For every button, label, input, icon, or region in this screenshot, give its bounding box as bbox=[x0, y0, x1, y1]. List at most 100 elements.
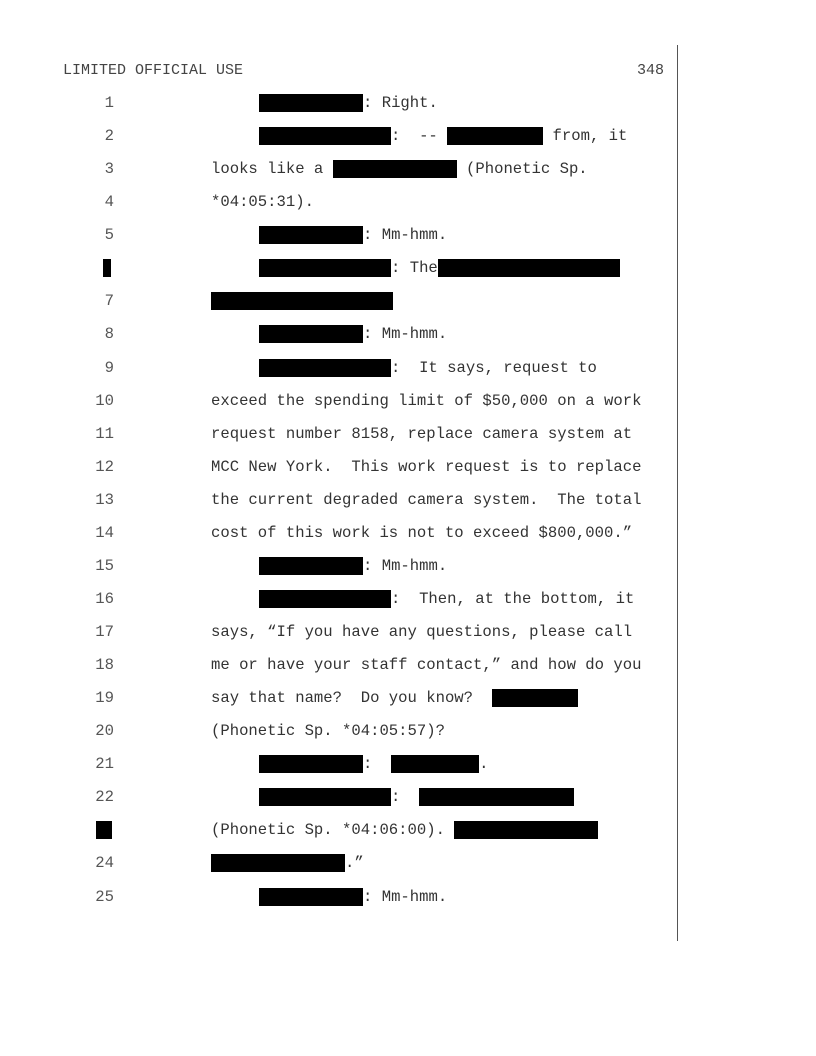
transcript-line: 5 : Mm-hmm. bbox=[0, 225, 816, 245]
line-text: .” bbox=[345, 854, 364, 872]
line-number: 8 bbox=[104, 325, 114, 343]
redacted-line-number bbox=[96, 821, 112, 839]
margin-rule bbox=[677, 45, 678, 941]
classification-header: LIMITED OFFICIAL USE bbox=[63, 62, 244, 79]
redaction bbox=[211, 292, 393, 310]
line-number: 12 bbox=[95, 458, 114, 476]
redaction bbox=[259, 259, 391, 277]
line-text: MCC New York. This work request is to re… bbox=[211, 458, 642, 476]
line-text: : -- bbox=[391, 127, 448, 145]
page-number: 348 bbox=[637, 62, 665, 79]
transcript-line: 25 : Mm-hmm. bbox=[0, 887, 816, 907]
line-text: : Right. bbox=[363, 94, 438, 112]
redaction bbox=[259, 94, 363, 112]
redaction bbox=[259, 888, 363, 906]
redaction bbox=[391, 755, 480, 773]
redaction bbox=[259, 127, 391, 145]
transcript-line: 24 .” bbox=[0, 853, 816, 873]
transcript-line: 11 request number 8158, replace camera sy… bbox=[0, 424, 816, 444]
transcript-line: 13 the current degraded camera system. Th… bbox=[0, 490, 816, 510]
line-number: 24 bbox=[95, 854, 114, 872]
transcript-line: 18 me or have your staff contact,” and ho… bbox=[0, 655, 816, 675]
line-text: looks like a bbox=[211, 160, 333, 178]
line-text: exceed the spending limit of $50,000 on … bbox=[211, 392, 642, 410]
transcript-line: 21: . bbox=[0, 754, 816, 774]
transcript-line: 4 *04:05:31). bbox=[0, 192, 816, 212]
redaction bbox=[259, 590, 391, 608]
line-number: 16 bbox=[95, 590, 114, 608]
transcript-line: 14 cost of this work is not to exceed $80… bbox=[0, 523, 816, 543]
transcript-line: 2 : -- from, it bbox=[0, 126, 816, 146]
line-number: 11 bbox=[95, 425, 114, 443]
redaction bbox=[259, 325, 363, 343]
redaction bbox=[454, 821, 599, 839]
line-text: : Mm-hmm. bbox=[363, 325, 448, 343]
line-number: 2 bbox=[104, 127, 114, 145]
line-text: *04:05:31). bbox=[211, 193, 314, 211]
transcript-line: 16 : Then, at the bottom, it bbox=[0, 589, 816, 609]
line-number: 10 bbox=[95, 392, 114, 410]
transcript-line: 1 : Right. bbox=[0, 93, 816, 113]
redaction bbox=[259, 359, 391, 377]
line-text: say that name? Do you know? bbox=[211, 689, 492, 707]
transcript-line: : The bbox=[0, 258, 816, 278]
line-number: 7 bbox=[104, 292, 114, 310]
transcript-line: 17 says, “If you have any questions, plea… bbox=[0, 622, 816, 642]
transcript-line: 9 : It says, request to bbox=[0, 358, 816, 378]
redaction bbox=[211, 854, 345, 872]
line-text: : Mm-hmm. bbox=[363, 226, 448, 244]
line-text: cost of this work is not to exceed $800,… bbox=[211, 524, 633, 542]
line-number: 25 bbox=[95, 888, 114, 906]
line-number: 18 bbox=[95, 656, 114, 674]
line-text: (Phonetic Sp. bbox=[456, 160, 588, 178]
line-number: 5 bbox=[104, 226, 114, 244]
line-text: : bbox=[391, 788, 420, 806]
line-number: 13 bbox=[95, 491, 114, 509]
line-text: . bbox=[479, 755, 489, 773]
line-text: me or have your staff contact,” and how … bbox=[211, 656, 642, 674]
line-number: 17 bbox=[95, 623, 114, 641]
line-number: 22 bbox=[95, 788, 114, 806]
line-text: : bbox=[363, 755, 392, 773]
line-text: : Mm-hmm. bbox=[363, 557, 448, 575]
redaction bbox=[259, 226, 363, 244]
redaction bbox=[437, 259, 620, 277]
redaction bbox=[332, 160, 457, 178]
transcript-line: 8 : Mm-hmm. bbox=[0, 324, 816, 344]
line-number: 19 bbox=[95, 689, 114, 707]
line-text: the current degraded camera system. The … bbox=[211, 491, 642, 509]
line-text: (Phonetic Sp. *04:06:00). bbox=[211, 821, 455, 839]
line-number: 3 bbox=[104, 160, 114, 178]
transcript-line: 12 MCC New York. This work request is to … bbox=[0, 457, 816, 477]
redaction bbox=[259, 557, 363, 575]
line-text: request number 8158, replace camera syst… bbox=[211, 425, 633, 443]
line-number: 20 bbox=[95, 722, 114, 740]
redaction bbox=[259, 755, 363, 773]
line-text: says, “If you have any questions, please… bbox=[211, 623, 633, 641]
line-number: 21 bbox=[95, 755, 114, 773]
line-text: (Phonetic Sp. *04:05:57)? bbox=[211, 722, 445, 740]
transcript-line: 7 bbox=[0, 291, 816, 311]
line-number: 15 bbox=[95, 557, 114, 575]
line-number: 14 bbox=[95, 524, 114, 542]
line-text: from, it bbox=[543, 127, 628, 145]
redaction bbox=[419, 788, 575, 806]
transcript-line: 20 (Phonetic Sp. *04:05:57)? bbox=[0, 721, 816, 741]
transcript-line: 10 exceed the spending limit of $50,000 o… bbox=[0, 391, 816, 411]
redaction bbox=[259, 788, 391, 806]
line-text: : Mm-hmm. bbox=[363, 888, 448, 906]
transcript-line: (Phonetic Sp. *04:06:00). bbox=[0, 820, 816, 840]
transcript-line: 22: bbox=[0, 787, 816, 807]
line-text: : It says, request to bbox=[391, 359, 597, 377]
transcript-line: 15 : Mm-hmm. bbox=[0, 556, 816, 576]
line-number: 9 bbox=[104, 359, 114, 377]
line-text: : Then, at the bottom, it bbox=[391, 590, 635, 608]
redacted-line-number bbox=[103, 259, 111, 277]
line-number: 1 bbox=[104, 94, 114, 112]
line-text: : The bbox=[391, 259, 438, 277]
redaction bbox=[491, 689, 578, 707]
transcript-line: 3 looks like a (Phonetic Sp. bbox=[0, 159, 816, 179]
line-number: 4 bbox=[104, 193, 114, 211]
redaction bbox=[447, 127, 544, 145]
transcript-line: 19 say that name? Do you know? bbox=[0, 688, 816, 708]
